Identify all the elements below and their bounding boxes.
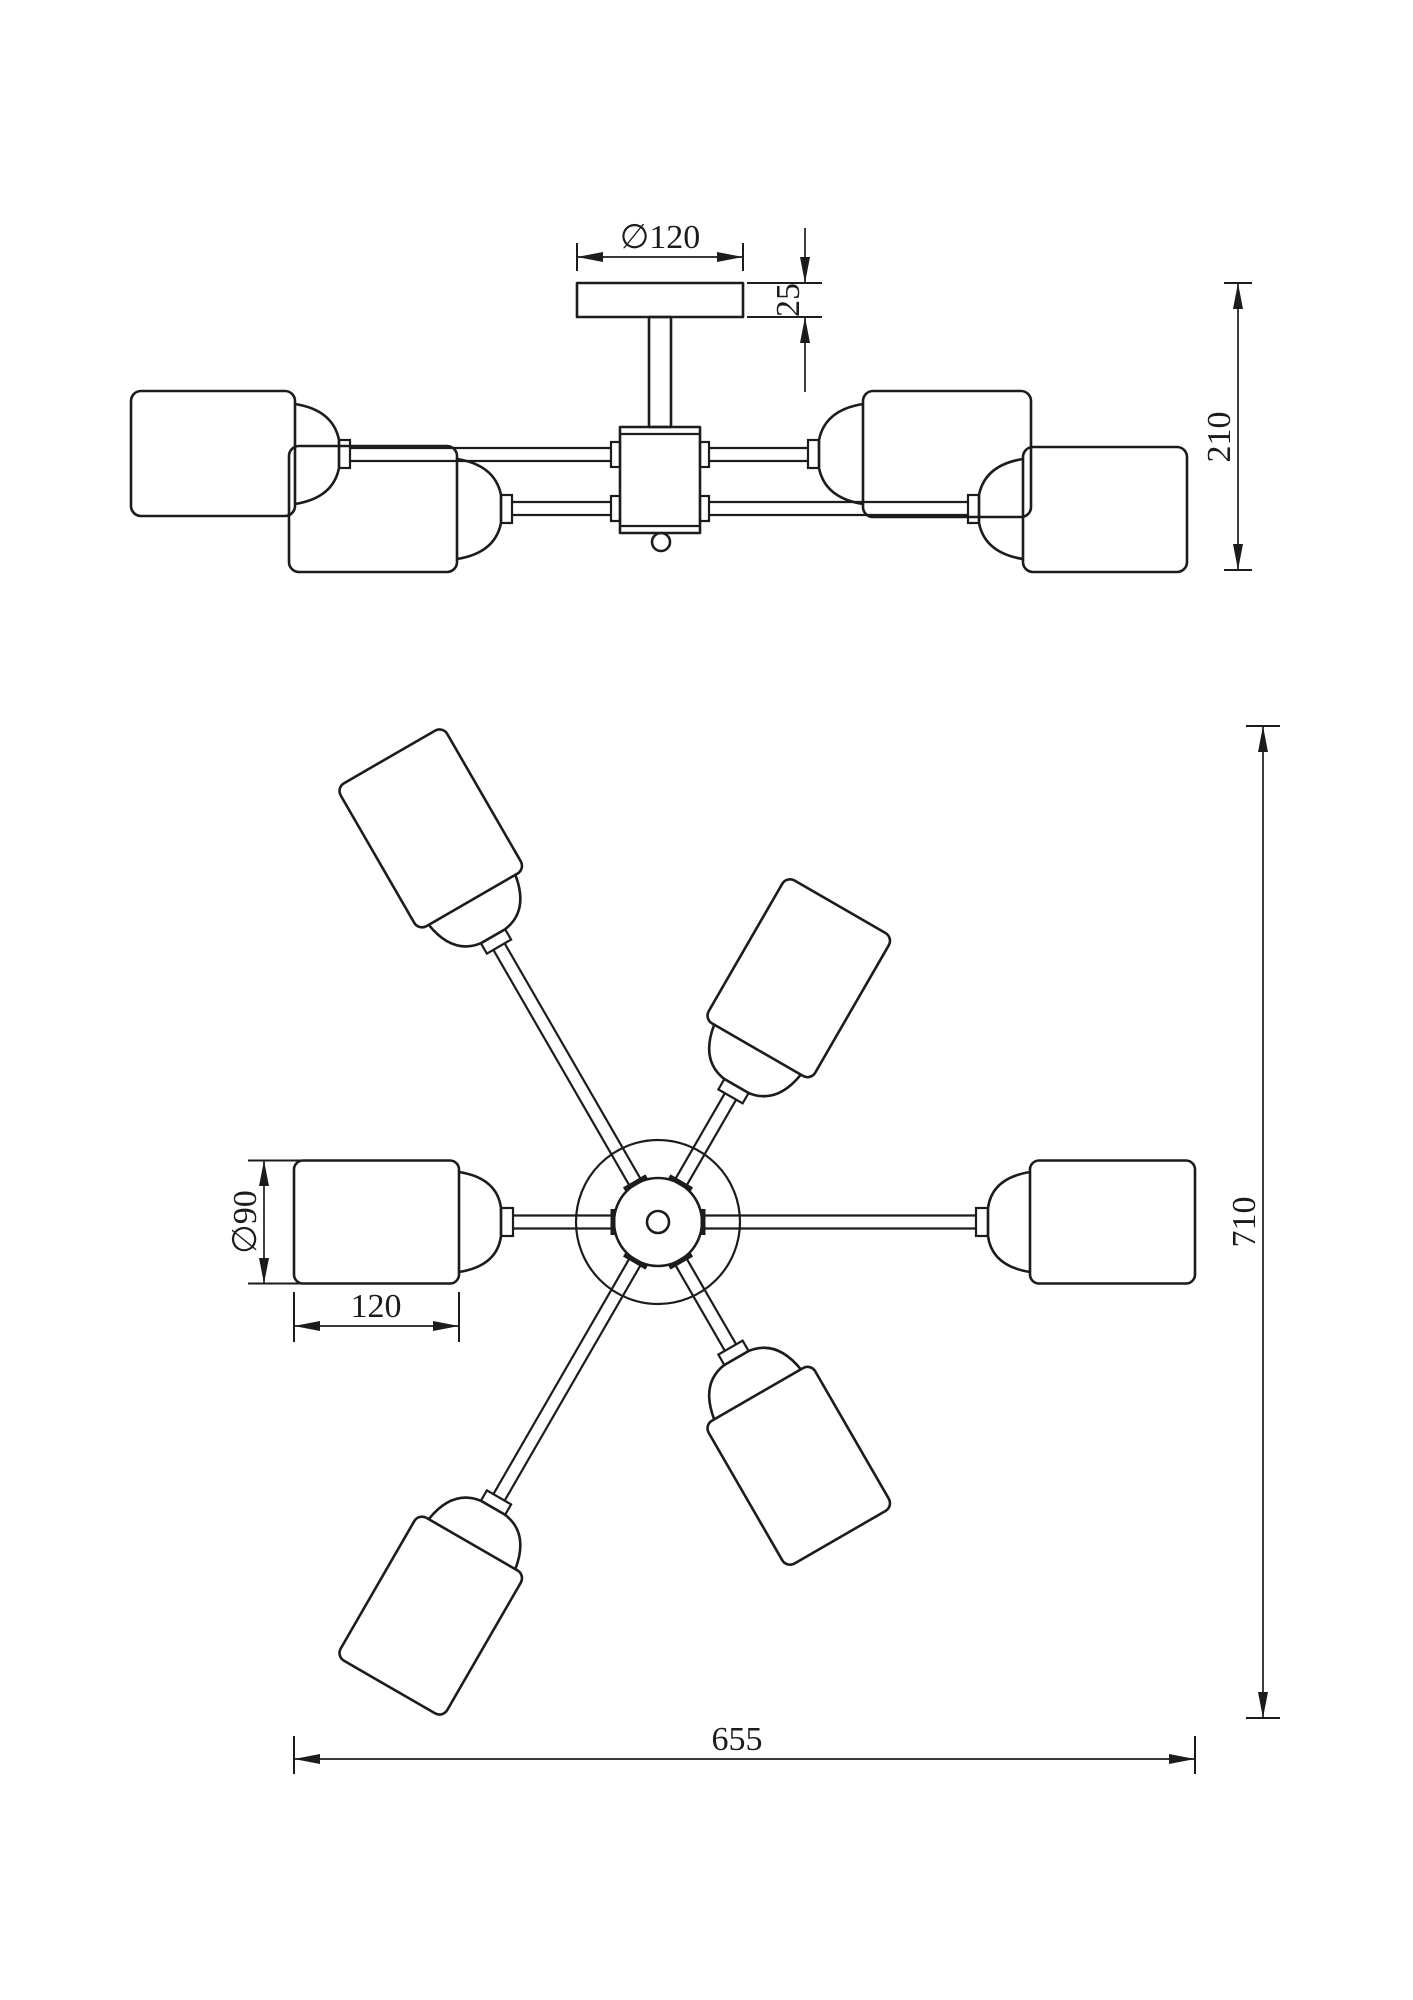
lamp-holder-dome	[458, 1170, 503, 1274]
dim-label-canopy-diameter: ∅120	[620, 219, 701, 256]
lamp-far-right	[966, 445, 1189, 574]
arm-flange	[609, 494, 622, 523]
lamp-near-right	[806, 389, 1033, 519]
lamp-holder-dome	[977, 457, 1024, 561]
lamp-shade	[706, 1365, 892, 1566]
lamp-upper-right	[706, 878, 892, 1105]
arm-lower-left	[492, 1256, 643, 1502]
center-body	[618, 425, 702, 535]
lamp-right	[974, 1159, 1197, 1285]
lamp-holder-dome	[817, 402, 864, 506]
lamp-shade	[338, 1515, 524, 1716]
lamp-far-left	[129, 389, 352, 518]
dimension-overall-depth: 710	[1226, 725, 1280, 1719]
dimension-canopy-height: 25	[747, 228, 822, 392]
lamp-holder-dome	[294, 402, 341, 506]
dim-label-overall-depth: 710	[1226, 1197, 1263, 1248]
lamp-socket	[966, 493, 981, 525]
dim-label-canopy-height: 25	[770, 283, 807, 317]
lamp-socket	[499, 493, 514, 525]
dim-label-total-height: 210	[1201, 412, 1238, 463]
lamp-holder-dome	[456, 457, 503, 561]
arm-lower-right	[709, 500, 968, 517]
side-elevation-view: ∅120 25 210	[129, 219, 1252, 574]
arm-flange	[609, 440, 622, 469]
dim-label-overall-width: 655	[712, 1721, 763, 1758]
lamp-shade	[129, 389, 297, 518]
lamp-socket	[499, 1206, 515, 1238]
lamp-socket	[337, 438, 352, 470]
lamp-shade	[292, 1159, 461, 1285]
arm-flange	[698, 494, 711, 523]
lamp-holder-dome	[427, 874, 522, 948]
dimension-overall-width: 655	[293, 1721, 1196, 1774]
lamp-shade	[338, 728, 524, 929]
dimension-shade-diameter: ∅90	[227, 1159, 302, 1285]
lamp-holder-dome	[427, 1496, 522, 1570]
lamp-socket	[806, 438, 821, 470]
lamp-shade	[1021, 445, 1189, 574]
hub-disc	[612, 1176, 704, 1268]
arm-upper-right	[673, 1092, 738, 1188]
finial-ball	[650, 531, 672, 553]
lamp-holder-dome	[707, 1346, 802, 1420]
arm-lower-left	[512, 500, 611, 517]
arm-root-marks	[610, 1174, 706, 1270]
arm-lower-right	[673, 1256, 738, 1352]
hub-center-hole	[645, 1209, 671, 1235]
mounting-stem	[647, 315, 673, 429]
arm-upper-left	[492, 942, 643, 1188]
lamp-shade	[861, 389, 1033, 519]
arm-left	[513, 1214, 614, 1230]
canopy-outline-circle	[574, 1138, 742, 1306]
lamp-shade	[706, 878, 892, 1079]
dimension-shade-length: 120	[293, 1288, 460, 1342]
lamp-shade	[287, 444, 459, 574]
lamp-lower-left	[338, 1488, 524, 1716]
lamp-holder-dome	[986, 1170, 1031, 1274]
plan-view: ∅90 120 655 710	[227, 725, 1280, 1774]
dim-label-shade-length: 120	[351, 1288, 402, 1325]
arm-upper-right	[709, 446, 808, 463]
arm-flange	[698, 440, 711, 469]
lamp-socket	[974, 1206, 990, 1238]
dimension-total-height: 210	[1201, 282, 1252, 571]
arm-upper-left	[350, 446, 611, 463]
dimension-canopy-diameter: ∅120	[576, 219, 744, 271]
ceiling-canopy	[575, 281, 745, 319]
lamp-upper-left	[338, 728, 524, 956]
lamp-lower-right	[706, 1339, 892, 1566]
dim-label-shade-diameter: ∅90	[227, 1190, 264, 1254]
lamp-holder-dome	[707, 1024, 802, 1098]
lamp-shade	[1028, 1159, 1197, 1285]
arm-right	[702, 1214, 976, 1230]
lamp-left	[292, 1159, 515, 1285]
lamp-near-left	[287, 444, 514, 574]
